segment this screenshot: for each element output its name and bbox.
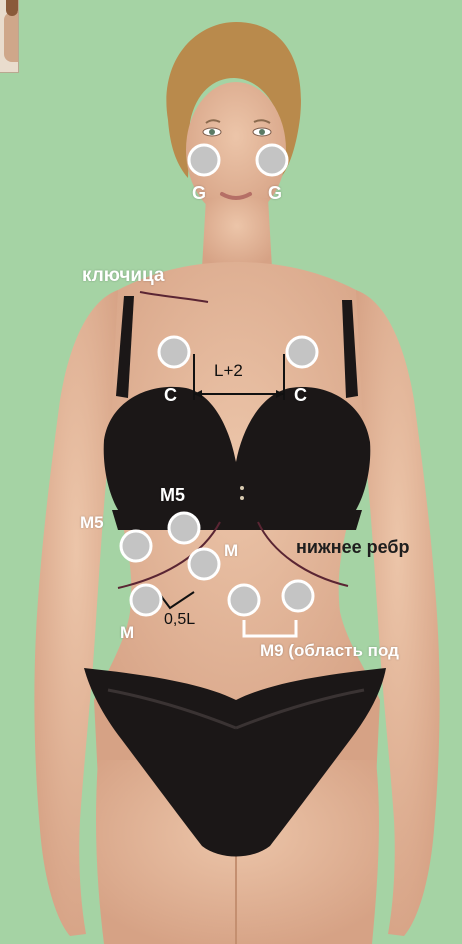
electrode-m5-left xyxy=(121,531,151,561)
electrode-c-left xyxy=(159,337,189,367)
electrode-g-left xyxy=(189,145,219,175)
chest-distance-label: L+2 xyxy=(214,362,243,379)
electrode-label-c-left: C xyxy=(164,386,177,404)
electrode-label-c-right: C xyxy=(294,386,307,404)
electrode-m5-upper xyxy=(169,513,199,543)
clavicle-label: ключица xyxy=(82,266,165,285)
electrode-m9-right xyxy=(283,581,313,611)
electrode-m9-left xyxy=(229,585,259,615)
m9-region-label: M9 (область под xyxy=(260,642,399,659)
electrode-label-m-lower: M xyxy=(120,624,134,641)
electrode-g-right xyxy=(257,145,287,175)
electrode-c-right xyxy=(287,337,317,367)
electrode-label-m5-upper: M5 xyxy=(160,486,185,504)
electrode-m-upper xyxy=(189,549,219,579)
lower-rib-label: нижнее ребр xyxy=(296,538,409,556)
electrode-label-m-upper: M xyxy=(224,542,238,559)
electrode-label-g-right: G xyxy=(268,184,282,202)
electrode-label-m5-left: M5 xyxy=(80,514,104,531)
electrode-label-g-left: G xyxy=(192,184,206,202)
abdomen-distance-label: 0,5L xyxy=(164,612,195,628)
electrode-m-lower xyxy=(131,585,161,615)
